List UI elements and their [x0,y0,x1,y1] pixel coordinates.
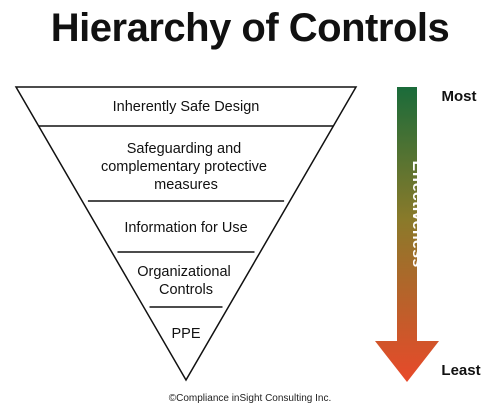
most-label: Most [442,88,477,105]
copyright-footer: ©Compliance inSight Consulting Inc. [168,393,332,404]
level-ppe: PPE [171,326,200,342]
least-label: Least [441,362,480,379]
inverted-triangle [14,86,358,382]
effectiveness-label: Effectiveness [409,160,426,267]
level-inherently-safe-design: Inherently Safe Design [113,99,260,115]
level-information-for-use: Information for Use [124,220,247,236]
effectiveness-arrow [375,87,439,382]
level-organizational-controls: Organizational Controls [137,264,235,298]
page-title: Hierarchy of Controls [50,6,450,50]
level-safeguarding: Safeguarding and complementary protectiv… [101,141,271,193]
